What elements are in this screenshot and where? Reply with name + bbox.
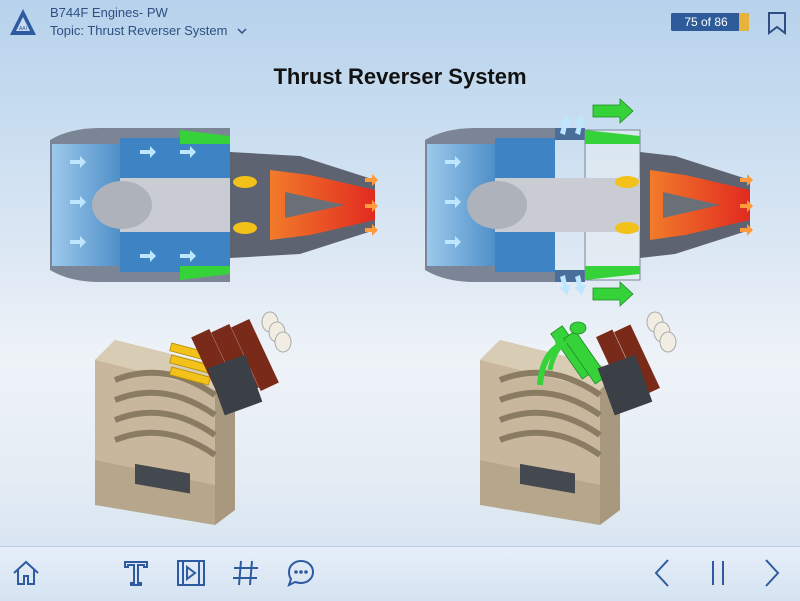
course-title: B744F Engines- PW (50, 5, 168, 20)
chevron-left-icon (654, 559, 669, 587)
next-button[interactable] (756, 557, 788, 589)
progress-text: 75 of 86 (684, 15, 728, 29)
chevron-right-icon (765, 559, 780, 587)
grid-button[interactable] (230, 557, 262, 589)
hash-icon (233, 560, 258, 586)
progress-remaining (739, 13, 749, 31)
progress-indicator: 75 of 86 (671, 13, 749, 31)
header-bar: AAI B744F Engines- PW Topic: Thrust Reve… (0, 0, 800, 44)
pause-icon (712, 561, 724, 585)
video-icon (177, 560, 205, 586)
text-icon (124, 561, 148, 586)
progress-fill (671, 13, 740, 31)
video-button[interactable] (175, 557, 207, 589)
chevron-down-icon (237, 27, 248, 34)
throttle-quadrant-reverse (480, 311, 677, 525)
previous-button[interactable] (646, 557, 678, 589)
home-icon (13, 560, 39, 585)
bookmark-icon[interactable] (766, 11, 788, 35)
topic-dropdown[interactable]: Topic: Thrust Reverser System (50, 23, 248, 38)
throttle-quadrant-forward (95, 311, 292, 525)
pause-button[interactable] (702, 557, 734, 589)
chat-button[interactable] (285, 557, 317, 589)
svg-text:AAI: AAI (19, 26, 27, 32)
slide-title: Thrust Reverser System (273, 64, 527, 89)
text-button[interactable] (120, 557, 152, 589)
home-button[interactable] (10, 557, 42, 589)
engine-reverse-thrust-diagram (425, 98, 753, 307)
chat-icon (287, 559, 315, 587)
triangle-logo-icon: AAI (10, 9, 36, 35)
bottom-toolbar (0, 546, 800, 601)
topic-label: Topic: Thrust Reverser System (50, 23, 228, 38)
engine-forward-thrust-diagram (50, 128, 378, 282)
